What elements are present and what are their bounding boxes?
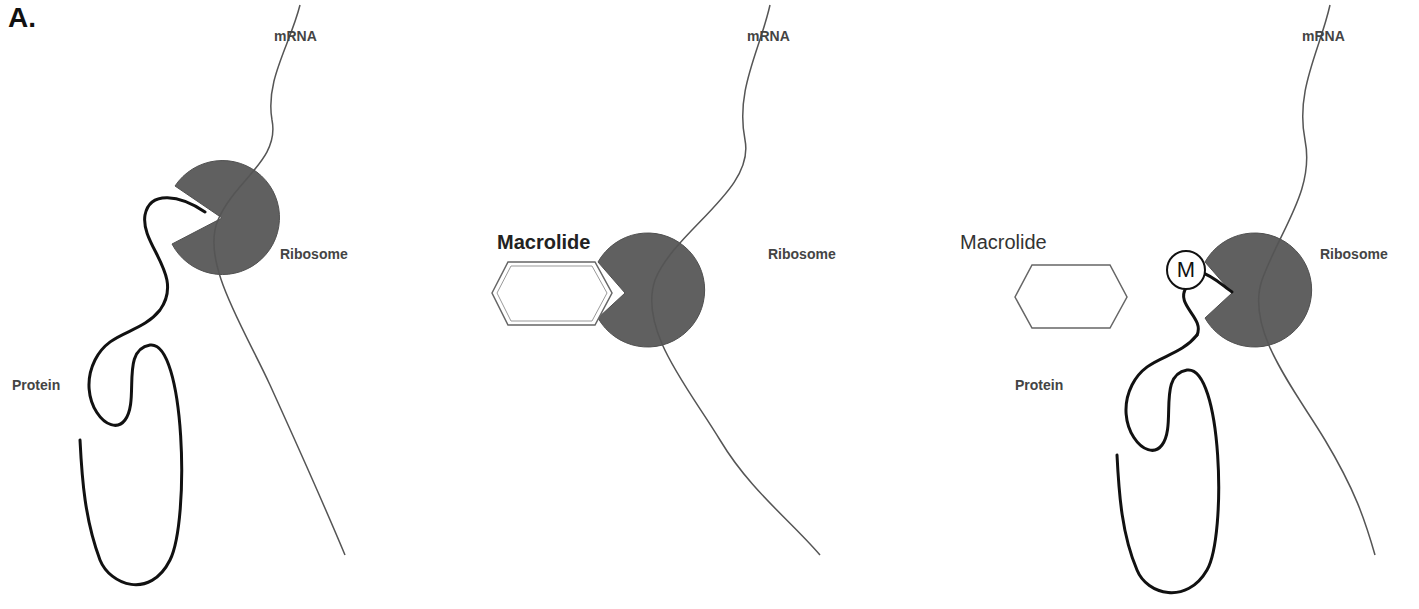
mrna-strand <box>214 5 345 555</box>
panel-letter: A. <box>8 2 36 34</box>
protein-label: Protein <box>12 377 60 393</box>
macrolide-hexagon <box>492 262 612 325</box>
mrna-label: mRNA <box>747 28 790 44</box>
ribosome-shape <box>1205 233 1312 347</box>
macrolide-label: Macrolide <box>497 231 590 254</box>
protein-chain <box>1117 335 1219 593</box>
ribosome-shape <box>598 233 705 347</box>
mrna-strand <box>652 5 820 555</box>
ribosome-label: Ribosome <box>768 246 836 262</box>
macrolide-hexagon-inner <box>497 266 607 321</box>
macrolide-label: Macrolide <box>960 231 1047 254</box>
protein-label: Protein <box>1015 377 1063 393</box>
ribosome-shape <box>172 161 279 275</box>
mrna-label: mRNA <box>1302 28 1345 44</box>
ribosome-label: Ribosome <box>280 246 348 262</box>
node-text: M <box>1177 257 1195 283</box>
mrna-strand <box>1259 5 1375 555</box>
mrna-label: mRNA <box>274 28 317 44</box>
macrolide-hexagon <box>1015 265 1127 328</box>
modification-circle: M <box>1166 250 1206 290</box>
protein-chain <box>80 198 205 585</box>
protein-chain <box>1184 288 1199 335</box>
ribosome-label: Ribosome <box>1320 246 1388 262</box>
